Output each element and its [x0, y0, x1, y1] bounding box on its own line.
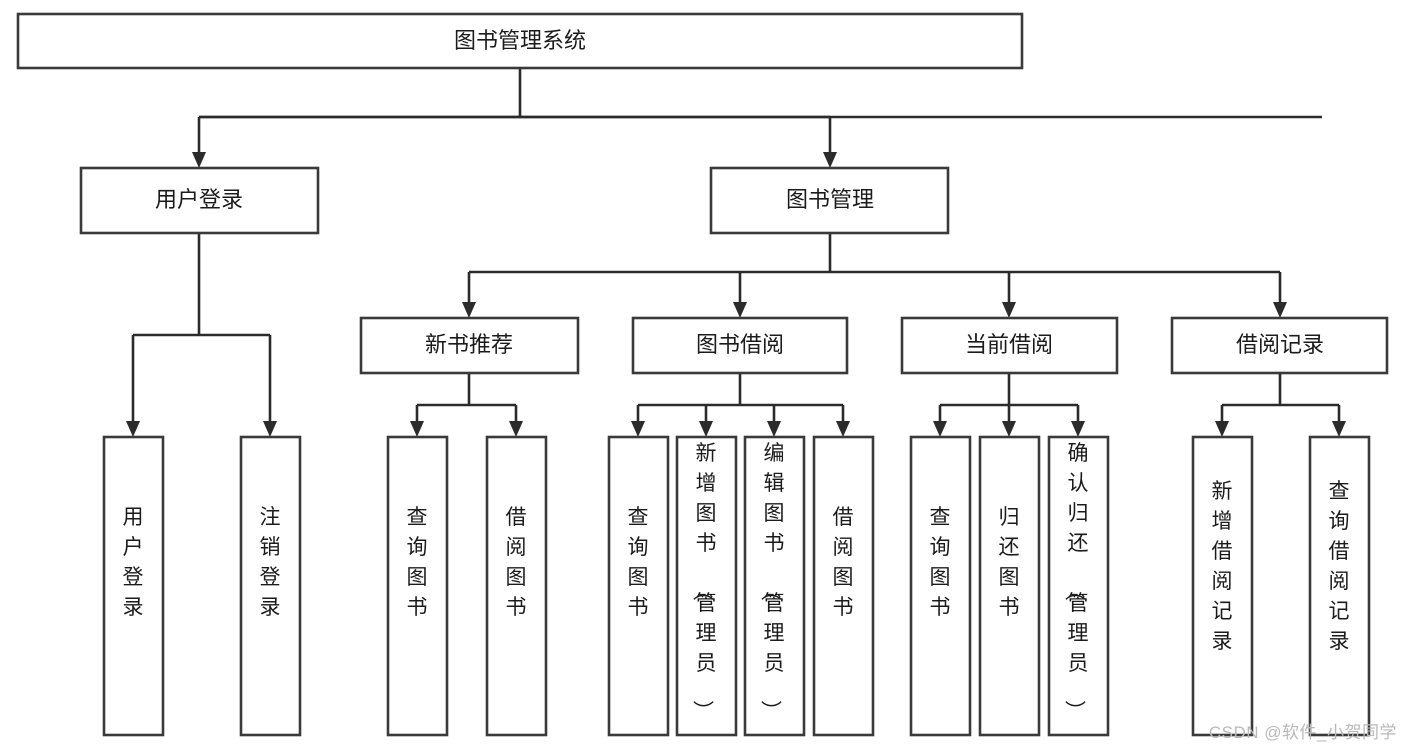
leaf-edit-book[interactable]: 编辑图书（管理员）	[743, 435, 806, 737]
leaf-query-book-1[interactable]: 查询图书	[386, 435, 449, 737]
leaf-return-book-label: 归还图书	[999, 506, 1020, 619]
leaf-borrow-book-1-label: 借阅图书	[506, 506, 527, 619]
node-borrow-record[interactable]: 借阅记录	[1170, 316, 1389, 375]
connector-newbookrec-to-leaves	[410, 373, 523, 437]
leaf-query-book-3[interactable]: 查询图书	[909, 435, 972, 737]
node-root-label: 图书管理系统	[454, 28, 586, 53]
connector-userlogin-to-leaves	[126, 233, 277, 437]
leaf-query-book-2[interactable]: 查询图书	[607, 435, 670, 737]
leaf-user-logout[interactable]: 注销登录	[239, 435, 302, 737]
node-book-borrow-label: 图书借阅	[696, 332, 784, 357]
node-user-login[interactable]: 用户登录	[79, 166, 320, 235]
leaf-query-record[interactable]: 查询借阅记录	[1308, 435, 1371, 737]
leaf-query-book-3-label: 查询图书	[930, 506, 951, 619]
leaf-return-book[interactable]: 归还图书	[978, 435, 1041, 737]
leaf-query-book-1-label: 查询图书	[407, 506, 428, 619]
leaf-query-record-label: 查询借阅记录	[1329, 480, 1350, 653]
leaf-user-login-label: 用户登录	[123, 506, 144, 619]
leaf-confirm-return-label: 确认归还（管理员）	[1063, 442, 1089, 721]
leaf-confirm-return[interactable]: 确认归还（管理员）	[1047, 435, 1110, 737]
leaf-borrow-book-2-label: 借阅图书	[833, 506, 854, 619]
leaf-add-record-label: 新增借阅记录	[1212, 480, 1233, 653]
leaf-borrow-book-2[interactable]: 借阅图书	[812, 435, 875, 737]
connector-root-to-level2	[192, 68, 1322, 168]
leaf-borrow-book-1[interactable]: 借阅图书	[485, 435, 548, 737]
node-current-borrow[interactable]: 当前借阅	[900, 316, 1119, 375]
node-new-book-rec[interactable]: 新书推荐	[359, 316, 580, 375]
connector-currentborrow-to-leaves	[933, 373, 1085, 437]
leaf-add-book-label: 新增图书（管理员）	[691, 442, 717, 721]
leaf-query-book-2-label: 查询图书	[628, 506, 649, 619]
node-root[interactable]: 图书管理系统	[16, 12, 1024, 70]
node-current-borrow-label: 当前借阅	[965, 332, 1053, 357]
node-book-manage[interactable]: 图书管理	[709, 166, 950, 235]
node-book-manage-label: 图书管理	[786, 187, 874, 212]
node-book-borrow[interactable]: 图书借阅	[631, 316, 849, 375]
node-new-book-rec-label: 新书推荐	[425, 332, 513, 357]
leaf-user-login[interactable]: 用户登录	[102, 435, 165, 737]
leaf-edit-book-label: 编辑图书（管理员）	[759, 442, 785, 721]
connector-borrowrecord-to-leaves	[1215, 373, 1346, 437]
node-user-login-label: 用户登录	[155, 187, 243, 212]
leaf-add-record[interactable]: 新增借阅记录	[1191, 435, 1254, 737]
leaf-user-logout-label: 注销登录	[260, 506, 281, 619]
connector-bookborrow-to-leaves	[631, 373, 850, 437]
connector-bookmanage-to-level3	[462, 233, 1287, 318]
leaf-add-book[interactable]: 新增图书（管理员）	[675, 435, 738, 737]
node-borrow-record-label: 借阅记录	[1236, 332, 1324, 357]
csdn-watermark: CSDN @软件_小贺同学	[1208, 723, 1397, 742]
